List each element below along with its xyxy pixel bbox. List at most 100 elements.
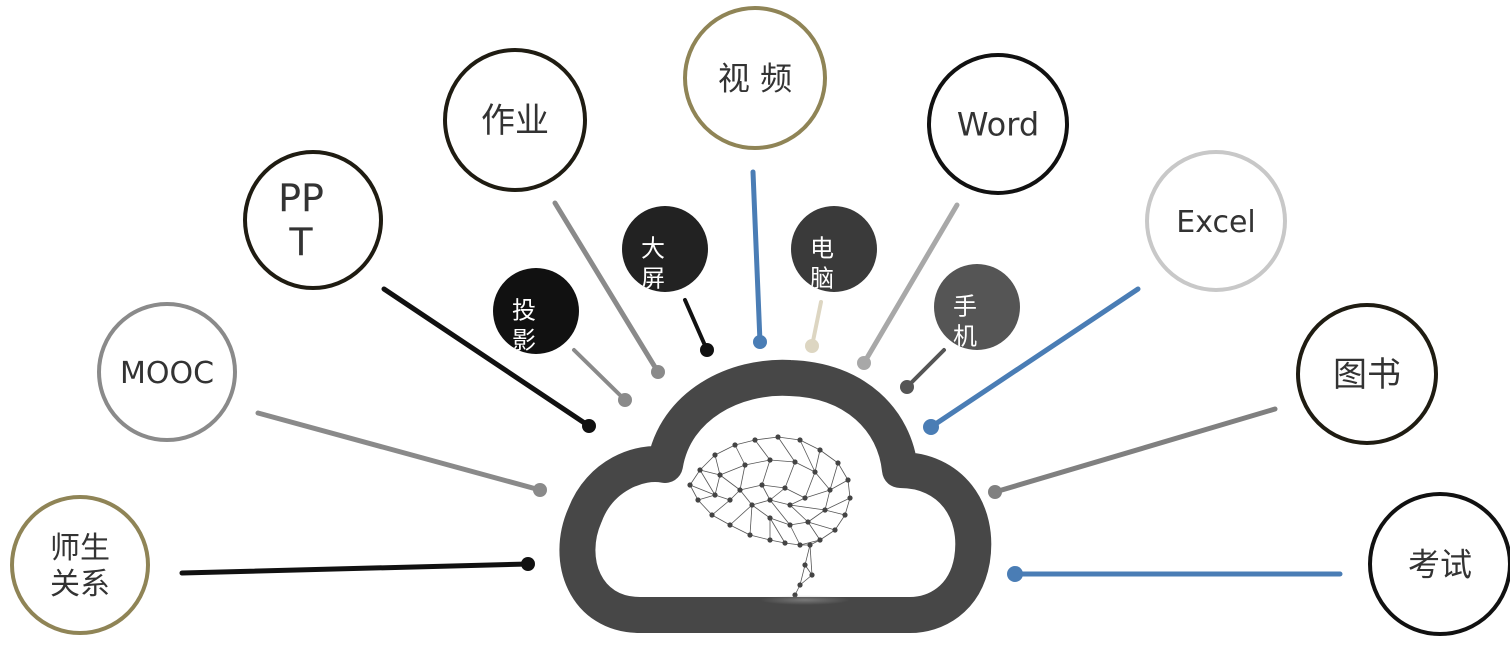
brain-edge xyxy=(819,449,839,464)
brain-edge xyxy=(734,439,756,446)
brain-edge xyxy=(799,574,813,586)
brain-edge xyxy=(719,464,746,476)
node-label-diannao: 脑 xyxy=(810,265,834,293)
brain-node xyxy=(782,540,788,546)
brain-node xyxy=(797,582,803,588)
brain-node xyxy=(835,460,841,466)
node-label-diannao: 电 xyxy=(810,235,834,263)
node-ppt: PPT xyxy=(243,150,383,290)
brain-node xyxy=(787,522,793,528)
brain-edge xyxy=(834,514,846,531)
node-label-shisheng: 师生 xyxy=(50,531,110,566)
brain-node xyxy=(727,497,733,503)
node-label-mooc: MOOC xyxy=(120,356,214,391)
brain-icon xyxy=(687,434,853,598)
brain-edge xyxy=(739,484,763,491)
node-label-kaoshi: 考试 xyxy=(1408,546,1472,584)
brain-edge xyxy=(739,464,746,491)
connector-shouji xyxy=(905,348,946,389)
node-circle-word xyxy=(927,53,1069,195)
brain-edge xyxy=(804,544,811,566)
brain-edge xyxy=(777,436,796,463)
brain-edge xyxy=(729,504,753,526)
brain-edge xyxy=(789,504,826,511)
node-circle-daping xyxy=(622,206,708,292)
node-label-daping: 大 xyxy=(641,235,665,263)
brain-node xyxy=(767,497,773,503)
brain-edge xyxy=(807,509,826,523)
node-circle-ppt xyxy=(243,150,383,290)
connector-shipin xyxy=(750,169,763,345)
node-word: Word xyxy=(927,53,1069,195)
brain-edge xyxy=(697,499,713,516)
brain-node xyxy=(792,459,798,465)
brain-edge xyxy=(697,494,716,501)
brain-node xyxy=(712,492,718,498)
brain-node xyxy=(749,502,755,508)
brain-edge xyxy=(749,504,753,536)
cloud-shape xyxy=(559,359,992,633)
brain-node xyxy=(809,572,815,578)
brain-node xyxy=(727,522,733,528)
brain-edge xyxy=(777,436,801,441)
brain-node xyxy=(717,472,723,478)
connector-dot-daping xyxy=(700,343,714,357)
brain-edge xyxy=(807,521,836,531)
connector-excel xyxy=(928,286,1141,430)
brain-edge xyxy=(824,497,851,511)
brain-node xyxy=(807,542,813,548)
node-tushu: 图书 xyxy=(1296,303,1438,445)
brain-edge xyxy=(751,504,771,519)
node-zuoye: 作业 xyxy=(443,48,587,192)
node-label-shouji: 机 xyxy=(953,323,977,351)
node-circle-touying xyxy=(493,268,579,354)
node-excel: Excel xyxy=(1145,150,1287,292)
brain-edge xyxy=(789,521,809,526)
brain-edge xyxy=(739,489,753,506)
brain-edge xyxy=(754,439,771,461)
brain-node xyxy=(732,442,738,448)
connector-dot-tushu xyxy=(988,485,1002,499)
brain-node xyxy=(817,447,823,453)
connector-layer xyxy=(179,169,1343,582)
node-label-shipin: 视 频 xyxy=(718,60,792,98)
connector-dot-shisheng xyxy=(521,557,535,571)
cloud-brain-icon xyxy=(559,359,992,633)
brain-node xyxy=(817,537,823,543)
node-circle-mooc xyxy=(97,302,237,442)
brain-edge xyxy=(769,499,791,526)
brain-edge xyxy=(689,484,699,501)
brain-edge xyxy=(819,529,836,541)
node-circle-shipin xyxy=(683,6,827,150)
brain-edge xyxy=(814,471,831,491)
node-kaoshi: 考试 xyxy=(1368,492,1510,636)
brain-edge xyxy=(809,544,813,576)
brain-edge xyxy=(711,499,731,516)
brain-node xyxy=(775,434,781,440)
brain-edge xyxy=(789,497,806,506)
connector-mooc xyxy=(255,410,543,493)
brain-edge xyxy=(824,509,846,516)
brain-node xyxy=(827,487,833,493)
node-circle-zuoye xyxy=(443,48,587,192)
node-label-excel: Excel xyxy=(1176,205,1255,240)
brain-edge xyxy=(799,439,821,451)
connector-dot-word xyxy=(857,356,871,370)
brain-node xyxy=(737,487,743,493)
brain-node xyxy=(802,495,808,501)
brain-edge xyxy=(837,462,849,481)
brain-node xyxy=(752,437,758,443)
brain-edge xyxy=(719,474,741,491)
brain-edge xyxy=(714,474,721,496)
brain-edge xyxy=(751,499,771,506)
brain-node xyxy=(697,467,703,473)
connector-zuoye xyxy=(552,200,661,375)
brain-edge xyxy=(794,461,816,473)
brain-edge xyxy=(734,444,746,466)
node-label-word: Word xyxy=(957,106,1039,144)
brain-node xyxy=(742,462,748,468)
brain-edge xyxy=(711,514,731,526)
brain-edge xyxy=(761,484,771,501)
brain-node xyxy=(812,469,818,475)
